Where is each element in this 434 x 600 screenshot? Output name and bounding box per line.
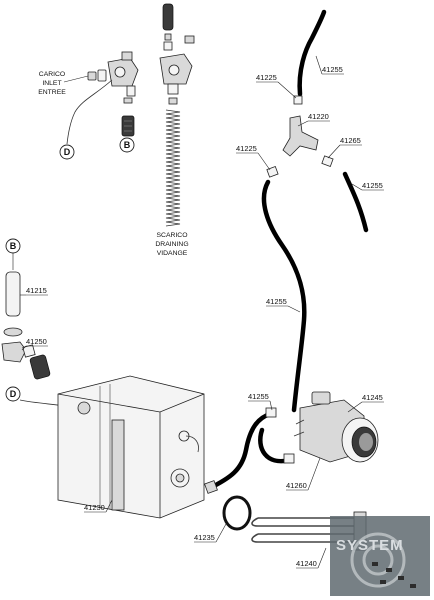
watermark-brand-text: SYSTEM — [336, 537, 404, 554]
connector-b-left-label: B — [10, 241, 17, 251]
drain-valve-assembly: SCARICO DRAINING VIDANGE — [155, 3, 195, 257]
connector-d-top — [59, 144, 75, 160]
o-ring — [222, 495, 252, 531]
watermark-bolts — [372, 562, 416, 588]
boiler-tank — [57, 375, 205, 519]
left-hose-fittings: B D — [1, 238, 77, 409]
label-41255-right: 41255 — [362, 181, 383, 190]
label-41250: 41250 — [26, 337, 47, 346]
label-41255-mid: 41255 — [266, 297, 287, 306]
connector-b-top-label: B — [124, 140, 131, 150]
connector-d-left — [5, 386, 21, 402]
drain-pump — [293, 391, 379, 463]
drain-caption-line-1: SCARICO — [157, 232, 188, 239]
pump-hoses — [204, 407, 295, 494]
label-41220: 41220 — [308, 112, 329, 121]
label-41255-low: 41255 — [248, 392, 269, 401]
label-41225-mid: 41225 — [236, 144, 257, 153]
label-41215: 41215 — [26, 286, 47, 295]
inlet-valve-assembly: CARICO INLET ENTREE D B — [38, 51, 139, 160]
watermark-gear-icon — [350, 532, 406, 588]
brand-watermark: SYSTEM — [330, 516, 430, 596]
label-41245: 41245 — [362, 393, 383, 402]
drain-caption-line-2: DRAINING — [155, 241, 188, 248]
part-labels: 41255 41225 41220 41225 41265 41255 4125… — [20, 55, 384, 569]
connector-d-left-label: D — [10, 389, 17, 399]
hose-tee-assembly — [261, 9, 369, 413]
label-41260: 41260 — [286, 481, 307, 490]
label-41265: 41265 — [340, 136, 361, 145]
inlet-caption-line-2: INLET — [42, 80, 61, 87]
inlet-caption-line-1: CARICO — [39, 71, 65, 78]
label-41230: 41230 — [84, 503, 105, 512]
drain-spring — [165, 109, 181, 227]
label-41255-top: 41255 — [322, 65, 343, 74]
label-41240: 41240 — [296, 559, 317, 568]
label-41225-top: 41225 — [256, 73, 277, 82]
inlet-caption-line-3: ENTREE — [38, 89, 66, 96]
label-41235: 41235 — [194, 533, 215, 542]
connector-d-top-label: D — [64, 147, 71, 157]
drain-caption-line-3: VIDANGE — [157, 250, 188, 257]
connector-b-top — [119, 137, 135, 153]
